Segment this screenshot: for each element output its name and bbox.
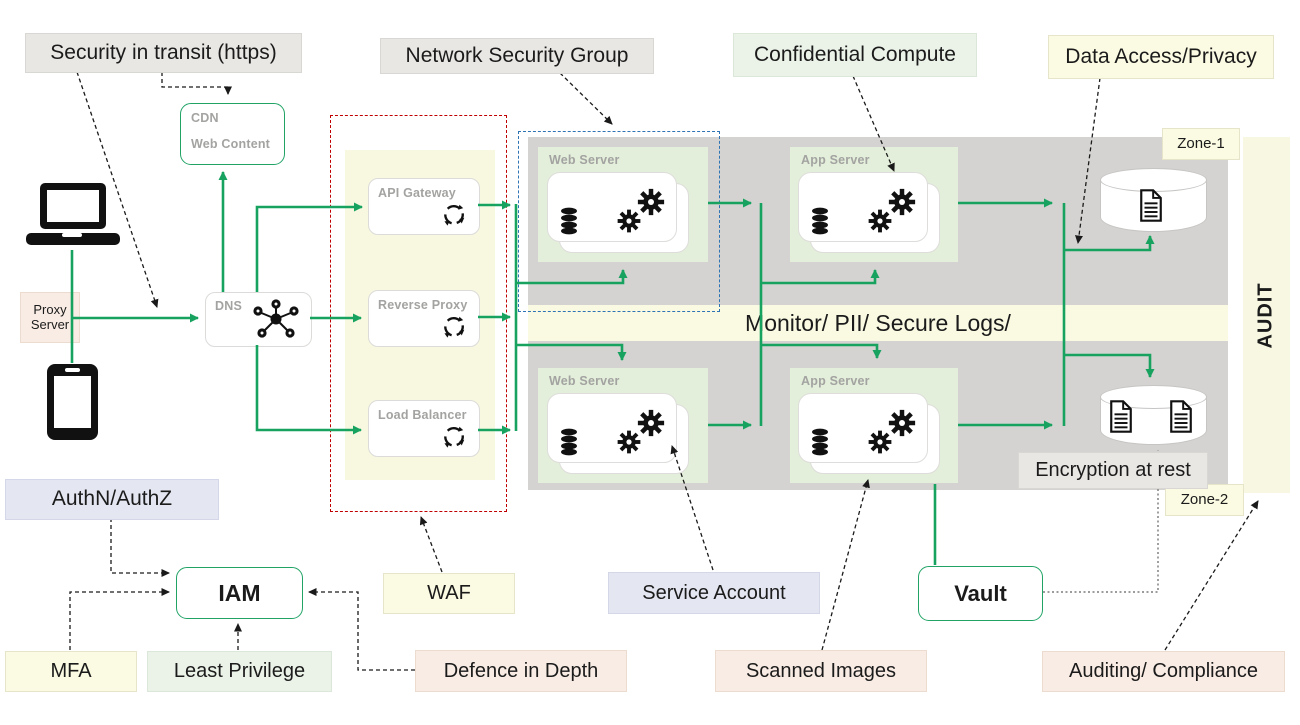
service-account-label: Service Account — [608, 572, 820, 614]
database-icon — [561, 207, 577, 235]
defence-in-depth-label: Defence in Depth — [415, 650, 627, 692]
audit-bar: AUDIT — [1243, 137, 1290, 493]
zone2-label: Zone-2 — [1165, 484, 1244, 516]
database-icon — [812, 207, 828, 235]
waf-label: WAF — [383, 573, 515, 614]
reverse-proxy-label: Reverse Proxy — [378, 298, 468, 312]
network-security-group-label: Network Security Group — [380, 38, 654, 74]
app-server-bottom-label: App Server — [801, 374, 870, 388]
app-server-bottom-box — [798, 393, 928, 463]
document-icon — [1140, 189, 1162, 222]
load-balancer-label: Load Balancer — [378, 408, 467, 422]
dns-node: DNS — [205, 292, 312, 347]
data-access-privacy-label: Data Access/Privacy — [1048, 35, 1274, 79]
mfa-label: MFA — [5, 651, 137, 692]
document-icon — [1170, 400, 1192, 433]
app-server-top-label: App Server — [801, 153, 870, 167]
gear-icon — [637, 409, 665, 437]
web-server-bottom-box — [547, 393, 677, 463]
auditing-compliance-label: Auditing/ Compliance — [1042, 651, 1285, 692]
security-in-transit-label: Security in transit (https) — [25, 33, 302, 73]
iam-node: IAM — [176, 567, 303, 619]
load-balancer-node: Load Balancer — [368, 400, 480, 457]
audit-bar-label: AUDIT — [1255, 281, 1278, 349]
app-server-top-box — [798, 172, 928, 242]
web-server-bottom-label: Web Server — [549, 374, 620, 388]
confidential-compute-label: Confidential Compute — [733, 33, 977, 77]
sync-arrows-icon — [444, 426, 465, 448]
callout-auditing — [1164, 500, 1259, 651]
vault-label: Vault — [954, 580, 1007, 606]
web-server-top-box — [547, 172, 677, 242]
iam-label: IAM — [218, 579, 261, 606]
callout-nsg — [559, 72, 613, 125]
proxy-server-label: Proxy Server — [20, 292, 80, 343]
callout-authn-to-iam — [110, 518, 170, 577]
database-icon — [812, 428, 828, 456]
database-icon — [561, 428, 577, 456]
callout-waf — [419, 516, 443, 573]
laptop-icon — [26, 183, 120, 245]
gear-icon — [868, 209, 892, 233]
api-gateway-node: API Gateway — [368, 178, 480, 235]
gear-icon — [888, 409, 916, 437]
dns-label: DNS — [215, 299, 242, 313]
callout-transit-to-cdn — [161, 72, 232, 95]
gear-icon — [868, 430, 892, 454]
reverse-proxy-node: Reverse Proxy — [368, 290, 480, 347]
gear-icon — [637, 188, 665, 216]
network-hub-icon — [253, 299, 299, 338]
callout-mfa-to-iam — [69, 588, 170, 650]
scanned-images-label: Scanned Images — [715, 650, 927, 692]
gear-icon — [617, 209, 641, 233]
document-icon — [1110, 400, 1132, 433]
cdn-node: CDN Web Content — [180, 103, 285, 165]
callout-scanned-images — [821, 479, 870, 651]
cdn-label: CDN — [191, 111, 219, 125]
zone1-label: Zone-1 — [1162, 128, 1240, 160]
gear-icon — [617, 430, 641, 454]
api-gateway-label: API Gateway — [378, 186, 456, 200]
authn-authz-label: AuthN/AuthZ — [5, 479, 219, 520]
gear-icon — [888, 188, 916, 216]
sync-arrows-icon — [444, 204, 465, 226]
network-security-group-boundary — [518, 131, 720, 312]
monitor-band-label: Monitor/ PII/ Secure Logs/ — [745, 309, 1011, 336]
sync-arrows-icon — [444, 316, 465, 338]
least-privilege-label: Least Privilege — [147, 651, 332, 692]
encryption-at-rest-label: Encryption at rest — [1018, 452, 1208, 489]
smartphone-icon — [47, 364, 98, 440]
vault-node: Vault — [918, 566, 1043, 621]
web-server-top-label: Web Server — [549, 153, 620, 167]
cdn-subtitle: Web Content — [191, 137, 271, 151]
